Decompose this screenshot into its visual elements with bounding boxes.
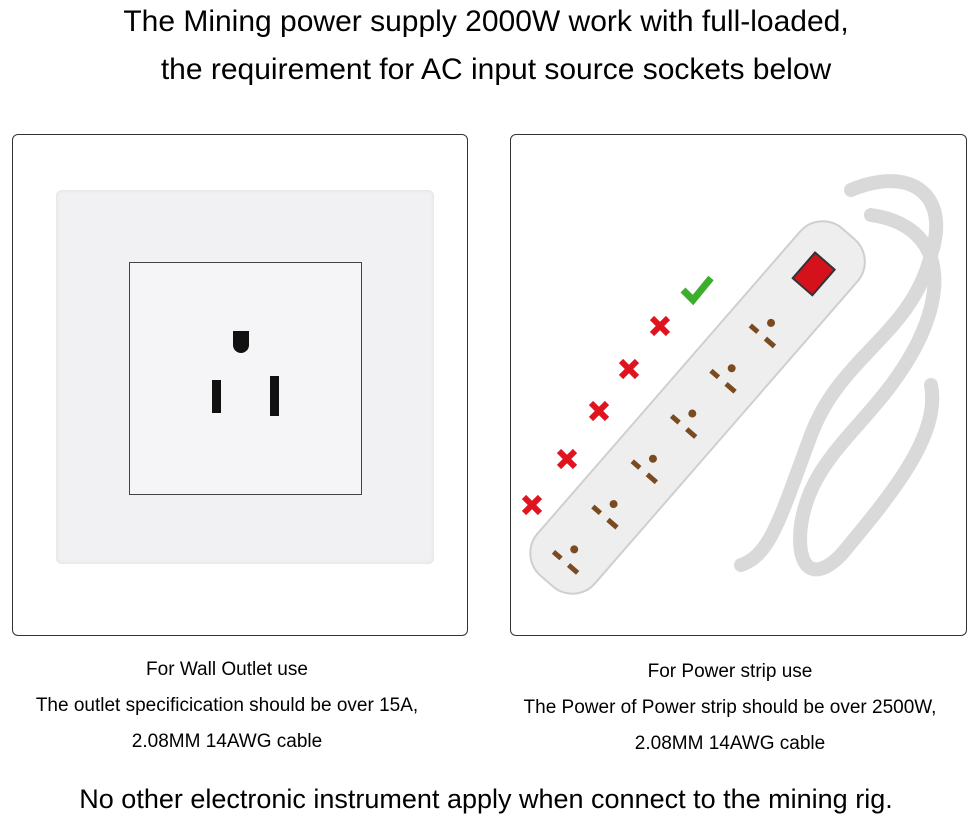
cross-icons bbox=[521, 315, 671, 516]
cross-icon bbox=[556, 448, 578, 470]
power-strip-cable: 2.08MM 14AWG cable bbox=[634, 733, 826, 754]
footer-note: No other electronic instrument apply whe… bbox=[79, 784, 893, 814]
power-strip-spec: The Power of Power strip should be over … bbox=[523, 697, 937, 718]
cross-icon bbox=[521, 494, 543, 516]
power-switch bbox=[791, 251, 837, 297]
wall-outlet-cable: 2.08MM 14AWG cable bbox=[131, 731, 323, 752]
header-line-1: The Mining power supply 2000W work with … bbox=[123, 5, 849, 38]
power-strip bbox=[529, 220, 866, 595]
wall-outlet-caption: For Wall Outlet use The outlet specifici… bbox=[0, 658, 454, 754]
check-icon bbox=[680, 275, 714, 306]
wall-outlet-panel bbox=[12, 134, 468, 636]
cross-icon bbox=[618, 358, 640, 380]
power-strip-image bbox=[521, 174, 944, 595]
wall-outlet-spec: The outlet specificication should be ove… bbox=[35, 695, 419, 716]
wall-plate bbox=[56, 190, 434, 564]
cross-icon bbox=[588, 400, 610, 422]
power-strip-panel bbox=[510, 134, 967, 636]
cross-icon bbox=[649, 315, 671, 337]
power-cord bbox=[734, 174, 944, 577]
power-strip-title: For Power strip use bbox=[647, 661, 813, 682]
wall-outlet-title: For Wall Outlet use bbox=[146, 659, 308, 680]
outlet-socket bbox=[129, 262, 362, 495]
power-strip-caption: For Power strip use The Power of Power s… bbox=[480, 660, 972, 756]
header-line-2: the requirement for AC input source sock… bbox=[160, 53, 832, 86]
outlet-holes-icon bbox=[212, 331, 279, 416]
